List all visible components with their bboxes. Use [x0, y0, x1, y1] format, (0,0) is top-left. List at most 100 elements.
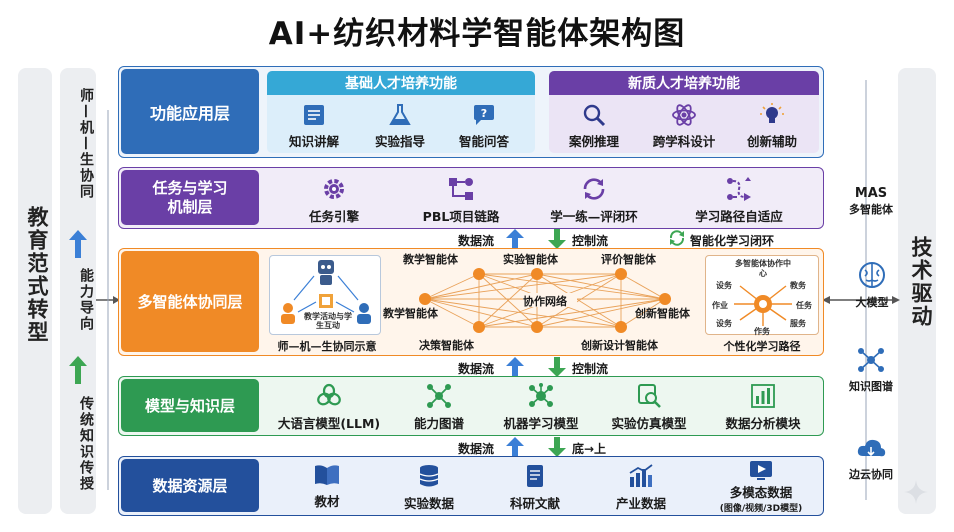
layer-task-learning: 任务与学习机制层 任务引擎 PBL项目链路 学一练—评闭环 学习路径自适应 [118, 167, 824, 229]
brain-icon [859, 262, 885, 288]
hub-spoke-3: 作业 [712, 301, 728, 310]
layer-label-multi-agent: 多智能体协同层 [121, 251, 259, 352]
item-multimodal-data: 多模态数据 (图像/视频/3D模型) [701, 459, 821, 514]
layer-multi-agent: 多智能体协同层 教学活动与学生互动 师—机—生协同示意 [118, 248, 824, 356]
network-cluster-icon [529, 383, 553, 407]
workflow-icon [449, 178, 473, 200]
group-new-talent: 新质人才培养功能 案例推理 跨学科设计 创新辅助 [549, 71, 819, 153]
collab-illustration-box: 教学活动与学生互动 [269, 255, 381, 335]
hub-spoke-1: 设务 [716, 281, 732, 290]
item-task-engine: 任务引擎 [279, 176, 389, 225]
agent-innovation-design: 创新设计智能体 [581, 339, 658, 352]
agent-network [419, 268, 671, 333]
cycle-arrows-icon [583, 178, 605, 200]
item-knowledge-explain: 知识讲解 [283, 103, 345, 150]
up-arrow-icon [506, 357, 524, 377]
collab-inner-text: 教学活动与学生互动 [304, 312, 352, 330]
book-icon [304, 105, 324, 125]
layer-data-resource: 数据资源层 教材 实验数据 科研文献 产业数据 多模态数据 (图像/视频/3D模… [118, 456, 824, 516]
video-icon [750, 461, 772, 480]
page-title: AI+纺织材料学智能体架构图 [268, 16, 686, 52]
cloud-icon [857, 439, 886, 457]
agent-innovation-right: 创新智能体 [635, 307, 690, 320]
down-arrow-icon [548, 357, 566, 377]
graph-nodes-icon [427, 384, 451, 408]
left-outer-text: 教育范式转型 [25, 206, 49, 344]
flow-label-data-1: 数据流 [458, 234, 495, 248]
flask-icon [389, 104, 411, 125]
hub-box: 多智能体协作中心 设务 教务 作业 任务 设务 服务 作务 [705, 255, 819, 336]
hub-spoke-4: 任务 [796, 301, 812, 310]
left-outer-bar: 教育范式转型 [18, 68, 52, 514]
left-inner-top: 师—机—生协同 [78, 88, 94, 200]
agent-decision: 决策智能体 [419, 339, 474, 352]
network-center-label: 协作网络 [523, 295, 567, 308]
collab-illustration [281, 260, 371, 324]
right-outer-text: 技术驱动 [909, 236, 933, 328]
group-basic-title: 基础人才培养功能 [267, 71, 535, 95]
hub-spoke-7: 作务 [754, 327, 770, 336]
openai-knot-icon [317, 383, 341, 406]
factory-chart-icon [629, 464, 653, 487]
left-inner-bottom: 传统知识传授 [78, 396, 94, 492]
layer-label-function: 功能应用层 [121, 69, 259, 154]
hub-spoke-6: 服务 [790, 319, 806, 328]
item-ml-model: 机器学习模型 [491, 383, 591, 432]
atom-icon [672, 104, 696, 126]
left-connector-lines [96, 110, 120, 490]
flow-label-data-3: 数据流 [458, 442, 495, 456]
hub-spoke-5: 设务 [716, 319, 732, 328]
refresh-icon [669, 230, 685, 246]
document-icon [527, 465, 543, 487]
right-outer-bar: 技术驱动 [898, 68, 936, 514]
agent-teaching-left: 教学智能体 [383, 307, 438, 320]
right-item-kg: 知识图谱 [840, 346, 902, 394]
item-experiment-data: 实验数据 [389, 463, 469, 512]
up-arrow-icon [69, 230, 87, 258]
agent-experiment: 实验智能体 [503, 253, 558, 266]
item-learn-practice-loop: 学一练—评闭环 [529, 176, 659, 225]
item-research-papers: 科研文献 [495, 463, 575, 512]
hub-caption: 个性化学习路径 [723, 340, 801, 353]
left-inner-middle: 能力导向 [78, 268, 94, 332]
item-sim-model: 实验仿真模型 [599, 383, 699, 432]
flow-label-loop: 智能化学习闭环 [690, 234, 775, 248]
hub-center-label: 多智能体协作中心 [735, 259, 791, 278]
flow-label-control-1: 控制流 [572, 234, 609, 248]
hub-diagram [734, 285, 792, 326]
hub-spoke-2: 教务 [790, 281, 806, 290]
down-arrow-icon [548, 437, 566, 457]
group-new-title: 新质人才培养功能 [549, 71, 819, 95]
item-experiment-guide: 实验指导 [369, 103, 431, 150]
sparkle-icon [904, 480, 928, 504]
left-inner-bar: 师—机—生协同 能力导向 传统知识传授 [60, 68, 96, 514]
down-arrow-icon [548, 229, 566, 249]
group-basic-talent: 基础人才培养功能 知识讲解 实验指导 ? 智能问答 [267, 71, 535, 153]
open-book-icon [315, 465, 339, 485]
collab-caption: 师—机—生协同示意 [277, 340, 377, 353]
graph-nodes-icon [858, 348, 884, 372]
lightbulb-icon [760, 103, 784, 123]
item-innovation-assist: 创新辅助 [739, 103, 805, 150]
item-pbl-chain: PBL项目链路 [401, 176, 521, 225]
bar-chart-icon [751, 384, 775, 408]
database-icon [419, 465, 439, 487]
up-arrow-icon [506, 437, 524, 457]
layer-label-task: 任务与学习机制层 [121, 170, 259, 225]
up-arrow-icon [506, 229, 524, 249]
item-textbook: 教材 [287, 463, 367, 510]
right-connector-lines [822, 80, 900, 500]
item-data-analysis: 数据分析模块 [713, 383, 813, 432]
chat-question-icon: ? [474, 105, 494, 125]
layer-function-application: 功能应用层 基础人才培养功能 知识讲解 实验指导 ? 智能问答 新质人才培养功能… [118, 66, 824, 158]
layer-label-data: 数据资源层 [121, 459, 259, 512]
item-case-reasoning: 案例推理 [563, 103, 625, 150]
flow-label-data-2: 数据流 [458, 362, 495, 376]
agent-teaching-top: 教学智能体 [403, 253, 458, 266]
item-cross-design: 跨学科设计 [649, 103, 719, 150]
item-smart-qa: ? 智能问答 [453, 103, 515, 150]
right-item-edge: 边云协同 [840, 436, 902, 482]
item-industry-data: 产业数据 [601, 463, 681, 512]
up-arrow-icon [69, 356, 87, 384]
svg-text:?: ? [481, 107, 487, 120]
